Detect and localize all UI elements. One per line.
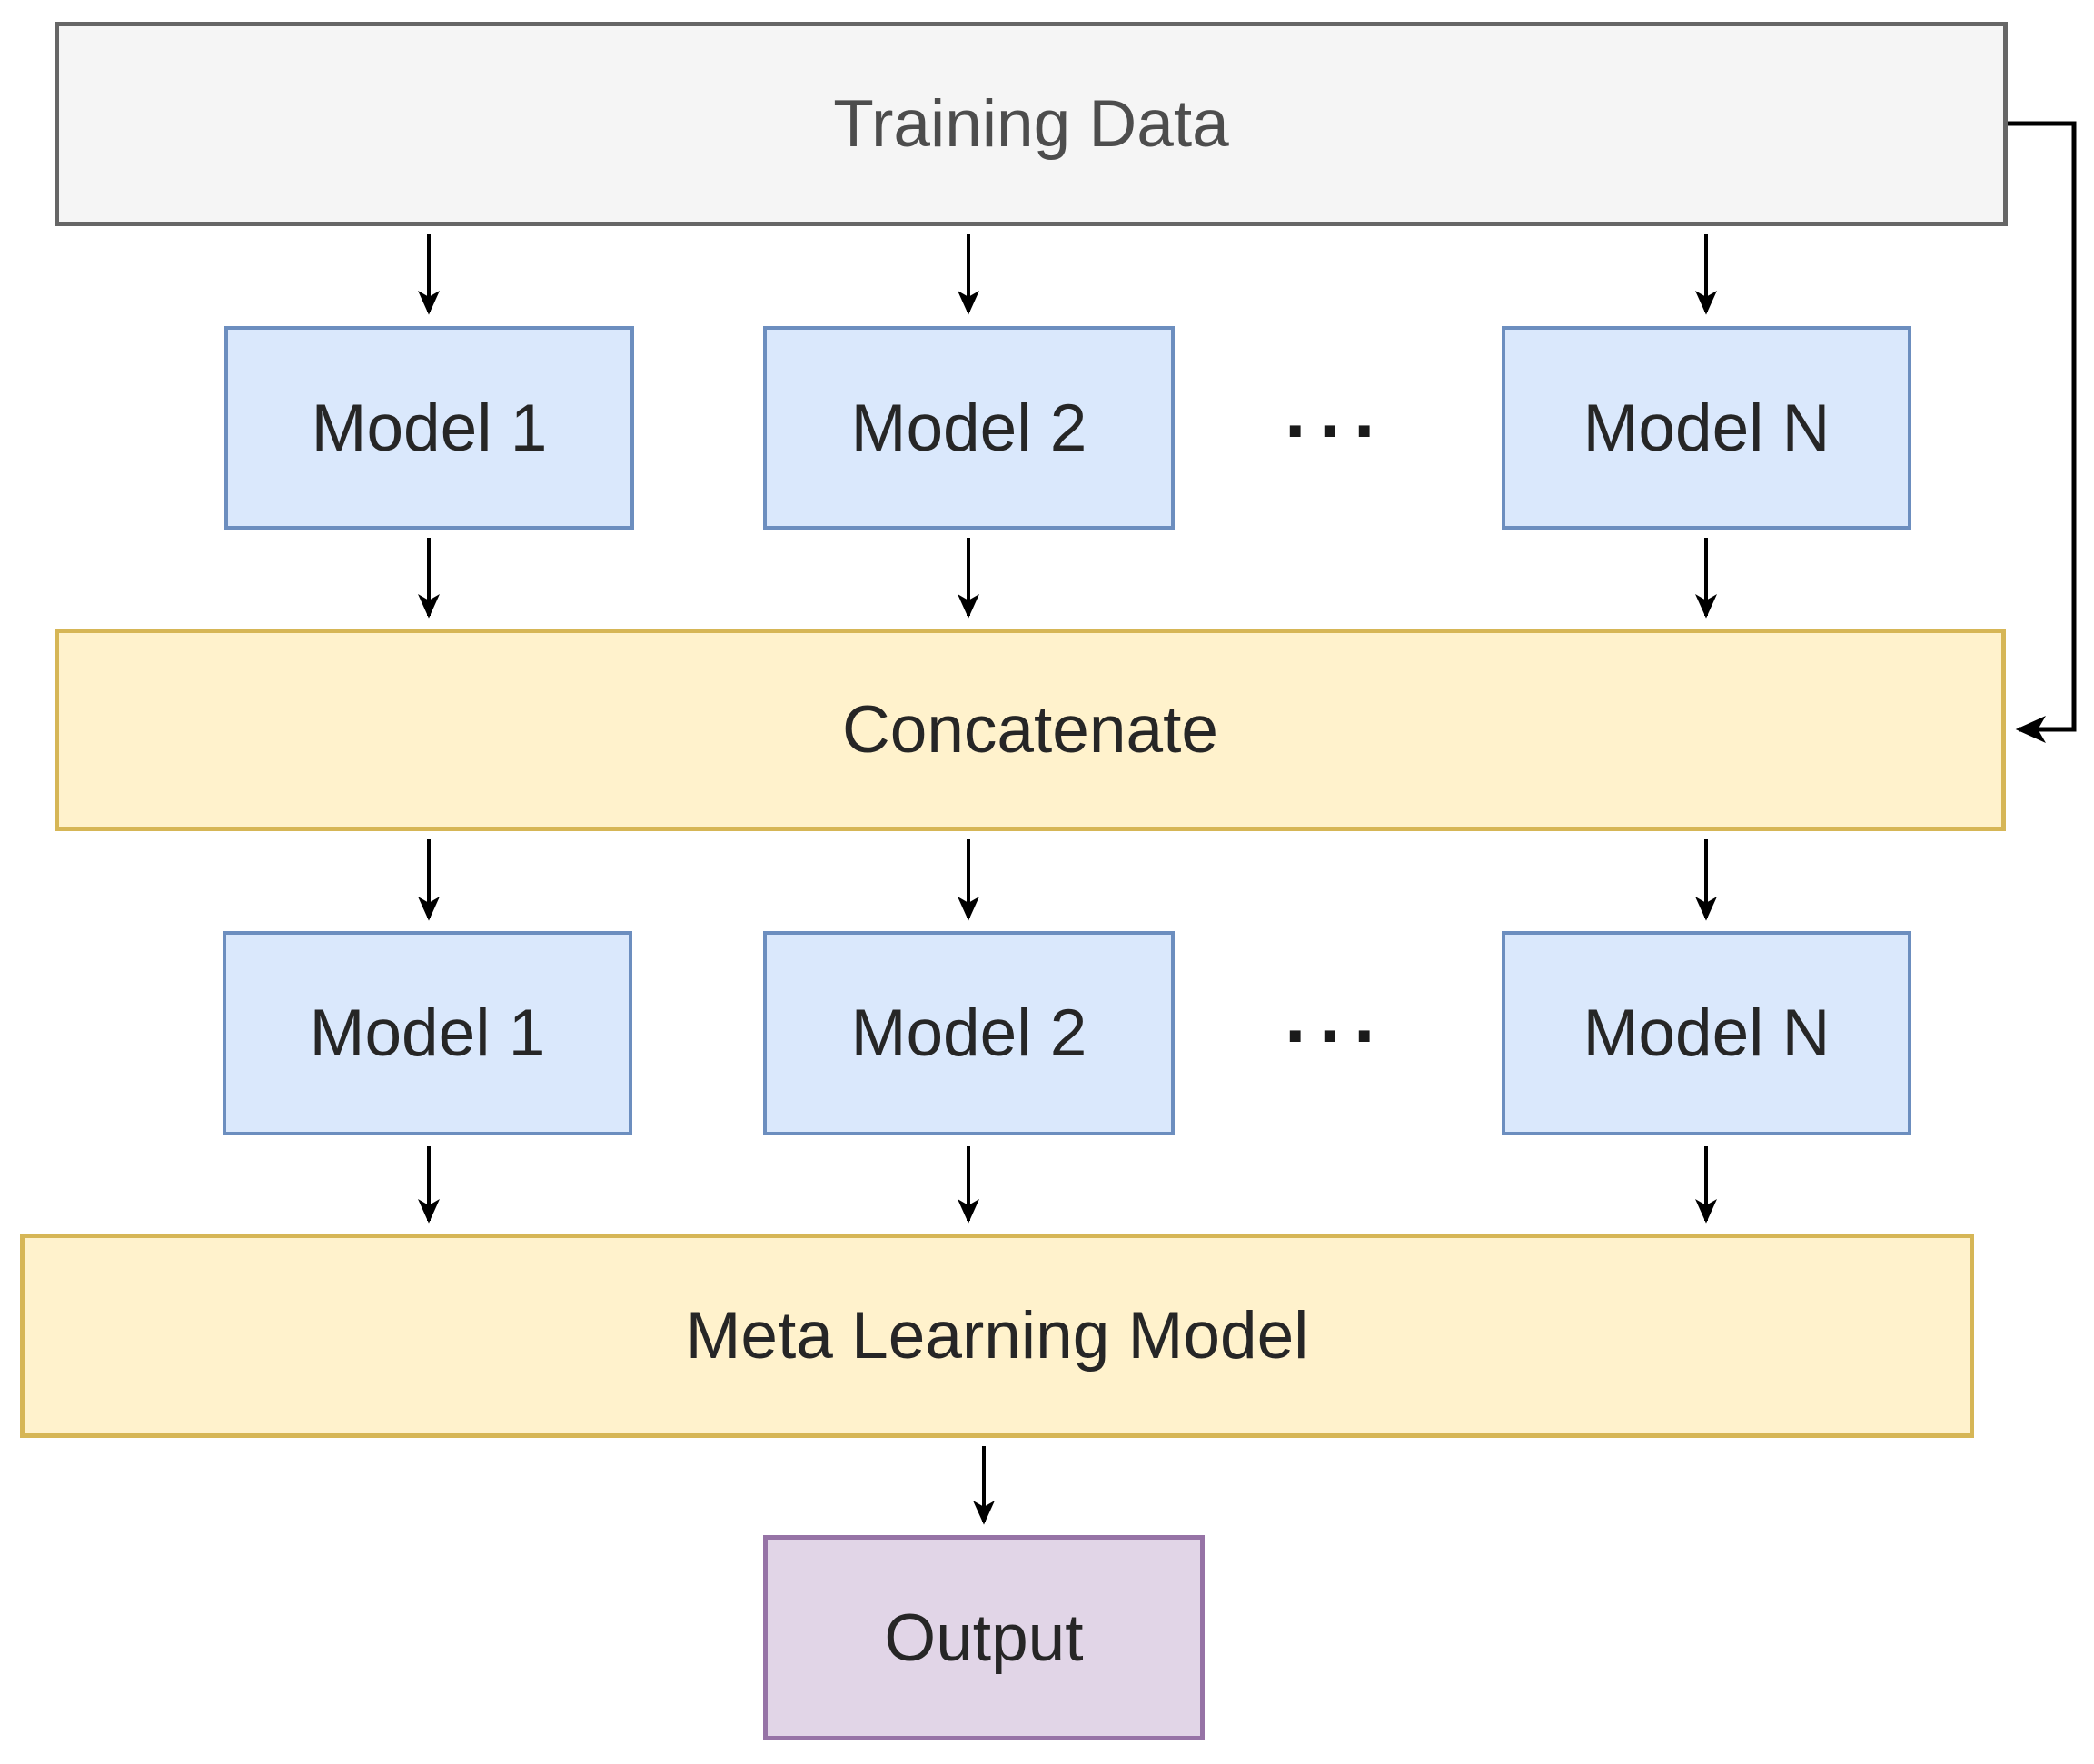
node-output-label: Output <box>884 1600 1084 1675</box>
node-concatenate-label: Concatenate <box>842 693 1218 767</box>
node-row2-model-2: Model 2 <box>763 931 1175 1135</box>
node-row2-model-2-label: Model 2 <box>850 996 1087 1070</box>
arrow-training-to-concatenate-bypass <box>2008 121 2077 743</box>
node-row1-model-2-label: Model 2 <box>850 391 1087 465</box>
node-meta-learning-model: Meta Learning Model <box>20 1234 1974 1438</box>
row2-ellipsis-label: ··· <box>1285 993 1388 1078</box>
node-row2-model-n-label: Model N <box>1583 996 1831 1070</box>
row1-ellipsis-label: ··· <box>1285 388 1388 473</box>
node-row1-model-1-label: Model 1 <box>311 391 548 465</box>
node-meta-learning-model-label: Meta Learning Model <box>685 1299 1309 1373</box>
node-row1-model-1: Model 1 <box>224 326 634 530</box>
row2-ellipsis: ··· <box>1255 981 1418 1090</box>
node-row2-model-1: Model 1 <box>223 931 632 1135</box>
node-row2-model-n: Model N <box>1502 931 1911 1135</box>
node-training-data-label: Training Data <box>833 87 1229 161</box>
row1-ellipsis: ··· <box>1255 376 1418 485</box>
node-concatenate: Concatenate <box>55 629 2006 831</box>
node-output: Output <box>763 1535 1205 1740</box>
node-row2-model-1-label: Model 1 <box>309 996 546 1070</box>
node-row1-model-n: Model N <box>1502 326 1911 530</box>
node-training-data: Training Data <box>55 22 2008 226</box>
node-row1-model-n-label: Model N <box>1583 391 1831 465</box>
node-row1-model-2: Model 2 <box>763 326 1175 530</box>
